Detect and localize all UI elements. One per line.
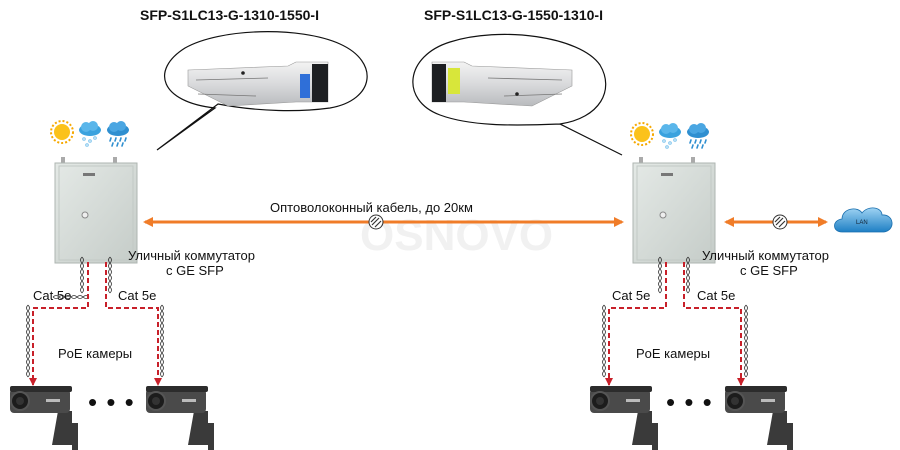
blue-latch xyxy=(300,74,310,98)
left-weather-icons xyxy=(50,120,130,148)
left-camera-ellipsis: • • • xyxy=(88,387,135,417)
right-cable-b xyxy=(683,256,748,386)
fiber-label: Оптоволоконный кабель, до 20км xyxy=(270,200,473,215)
right-cable-a xyxy=(602,256,667,386)
left-cameras-label: PoE камеры xyxy=(58,346,132,361)
right-camera-1-icon xyxy=(589,385,659,450)
left-switch-cabinet xyxy=(54,156,138,264)
right-camera-2-icon xyxy=(724,385,794,450)
left-sfp-title: SFP-S1LC13-G-1310-1550-I xyxy=(140,7,319,23)
left-switch-label: Уличный коммутатор xyxy=(128,248,255,263)
left-camera-1-icon xyxy=(9,385,79,450)
right-cable-b-label: Cat 5e xyxy=(697,288,735,303)
left-switch-sublabel: с GE SFP xyxy=(166,263,224,278)
lan-cloud-icon: LAN xyxy=(834,207,893,233)
left-cable-b-label: Cat 5e xyxy=(118,288,156,303)
left-cable-b xyxy=(105,256,164,386)
lan-label: LAN xyxy=(856,220,868,226)
right-sfp-title: SFP-S1LC13-G-1550-1310-I xyxy=(424,7,603,23)
left-camera-2-icon xyxy=(145,385,215,450)
right-cameras-label: PoE камеры xyxy=(636,346,710,361)
right-sfp-bubble xyxy=(412,33,623,156)
watermark: OSNOVO xyxy=(360,211,553,260)
right-cable-a-label: Cat 5e xyxy=(612,288,650,303)
left-cable-a-label: Cat 5e xyxy=(33,288,71,303)
left-sfp-bubble xyxy=(156,31,368,151)
fiber-connector-icon xyxy=(368,214,384,230)
sfp-module-yellow-icon xyxy=(431,61,573,107)
yellow-latch xyxy=(448,68,460,94)
right-camera-ellipsis: • • • xyxy=(666,387,713,417)
sfp-module-blue-icon xyxy=(187,61,329,107)
right-switch-label: Уличный коммутатор xyxy=(702,248,829,263)
right-switch-sublabel: с GE SFP xyxy=(740,263,798,278)
lan-connector-icon xyxy=(772,214,788,230)
left-cable-a xyxy=(26,256,90,386)
right-weather-icons xyxy=(630,122,710,150)
